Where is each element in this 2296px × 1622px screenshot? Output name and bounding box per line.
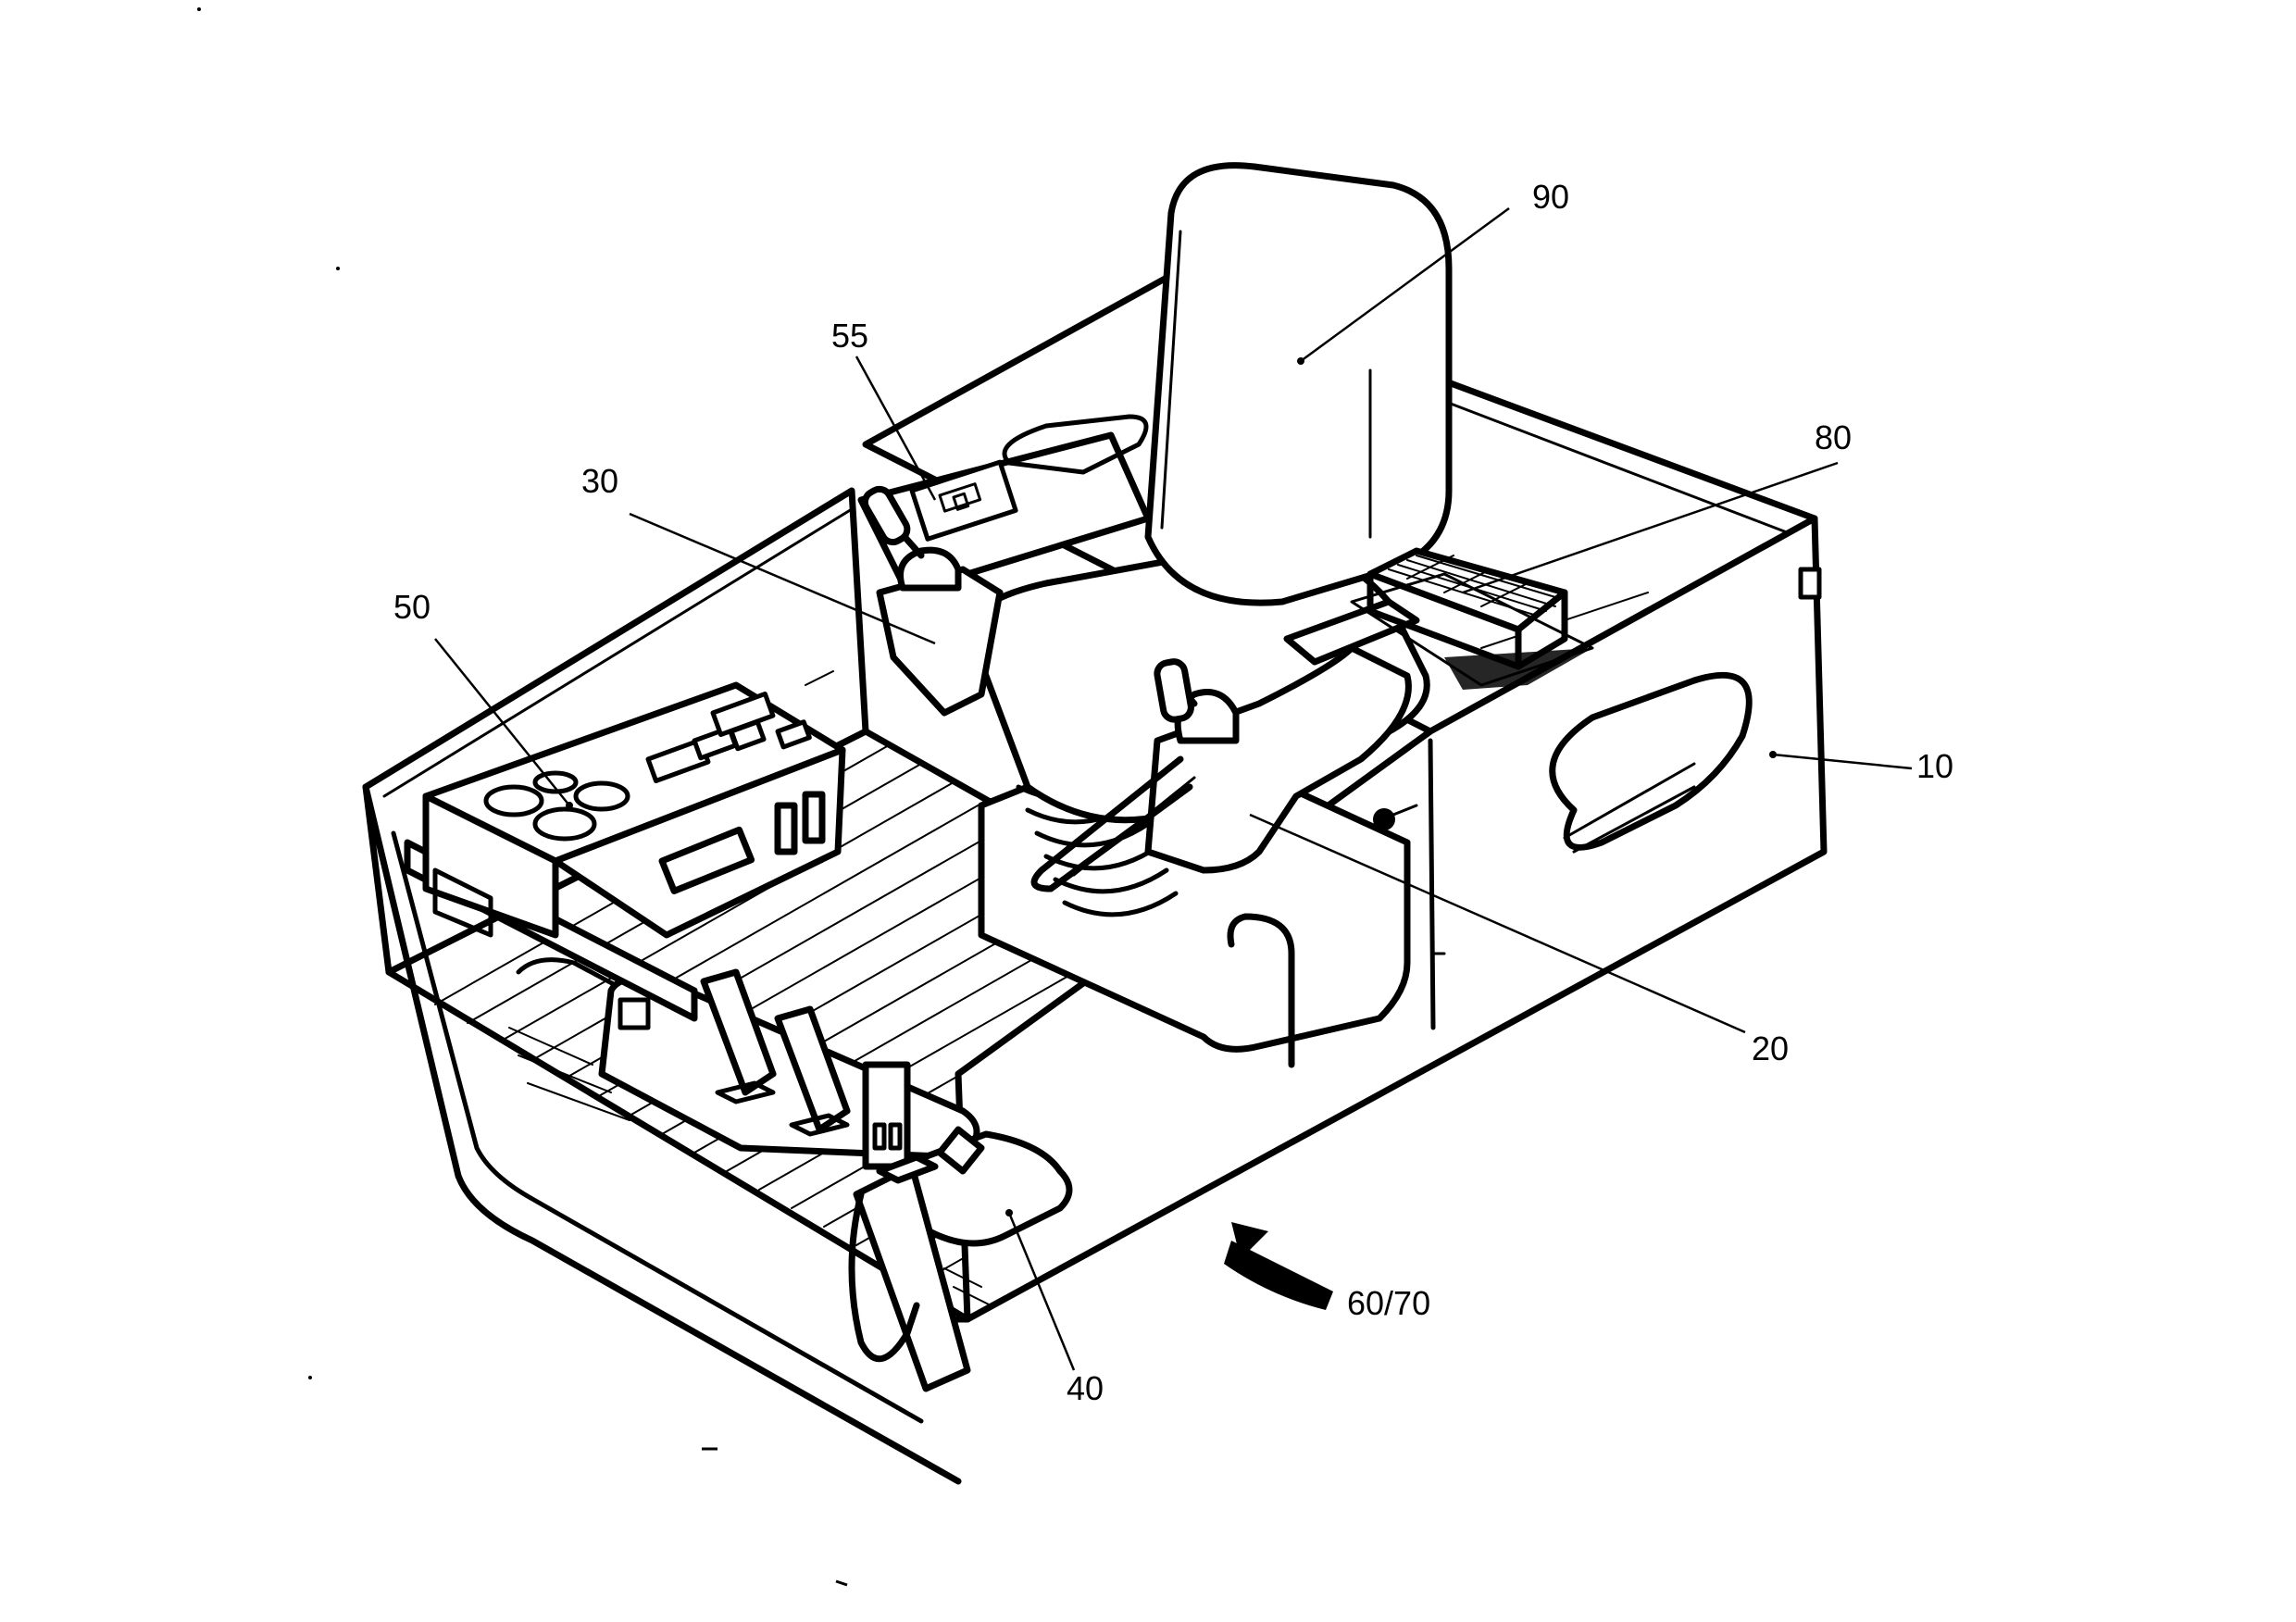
slot-left xyxy=(774,802,798,855)
leader-20 xyxy=(1249,813,1746,1034)
label-55: 55 xyxy=(831,317,868,355)
rotation-arrow xyxy=(1224,1222,1333,1310)
side-window xyxy=(1549,671,1753,854)
slot-right xyxy=(802,791,826,844)
pedal-right xyxy=(774,1005,851,1133)
hinge xyxy=(1798,567,1822,600)
panel-bolt xyxy=(1373,808,1395,830)
dashboard-console xyxy=(404,681,846,1022)
leader-lines xyxy=(434,206,1913,1371)
display-window xyxy=(658,826,755,894)
armrest-frame xyxy=(1030,755,1193,892)
door-lever xyxy=(848,1061,971,1392)
gauge-cluster xyxy=(483,770,630,842)
joystick-boot-left xyxy=(897,546,962,592)
joystick-left xyxy=(861,485,911,546)
seat-adjust-handle xyxy=(1227,913,1295,1068)
right-armrest-control xyxy=(1030,644,1412,892)
label-80: 80 xyxy=(1815,418,1852,456)
leader-80 xyxy=(1462,461,1839,594)
label-10: 10 xyxy=(1916,747,1953,785)
leader-55 xyxy=(855,356,937,501)
label-90: 90 xyxy=(1532,178,1569,216)
label-60-70: 60/70 xyxy=(1347,1284,1430,1322)
reference-numerals: 90 55 80 30 50 10 20 60/70 40 xyxy=(393,178,1953,1407)
front-floor-area xyxy=(508,957,992,1306)
leader-50 xyxy=(434,638,570,806)
leader-90 xyxy=(1300,206,1510,363)
joystick-right xyxy=(1154,658,1194,723)
pedal-left xyxy=(700,968,777,1096)
suspension-bellows xyxy=(1016,775,1179,917)
leader-10 xyxy=(1772,753,1913,770)
scan-specks xyxy=(197,7,848,1587)
lever-box xyxy=(862,1061,911,1170)
steering-pedestal xyxy=(908,1126,1073,1247)
switch-block xyxy=(938,482,982,513)
label-20: 20 xyxy=(1752,1029,1789,1067)
label-40: 40 xyxy=(1067,1369,1104,1407)
label-50: 50 xyxy=(393,588,430,626)
switch-panel xyxy=(645,691,812,783)
pedal-small xyxy=(618,997,651,1030)
label-30: 30 xyxy=(581,462,618,500)
leader-40 xyxy=(1007,1212,1076,1371)
left-armrest-control xyxy=(861,485,1004,717)
front-frame xyxy=(362,783,971,1485)
leader-30 xyxy=(629,512,936,645)
